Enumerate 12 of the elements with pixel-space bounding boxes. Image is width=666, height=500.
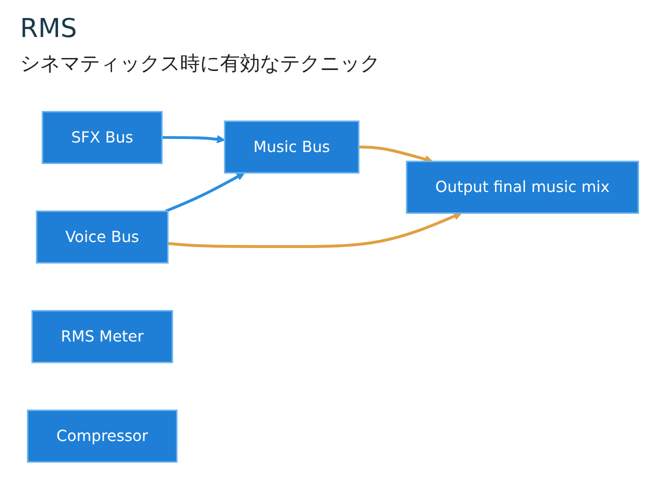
arrow [168,212,462,248]
arrow [162,134,226,144]
node-box [42,110,163,164]
node-box [224,120,360,174]
arrow [165,172,245,212]
node-box [31,310,174,363]
node-box [36,210,169,264]
node-box [406,160,640,214]
bullet-text: シネマティックス時に有効なテクニック [20,50,381,77]
slide-title: RMS [20,14,78,44]
flow-diagram: SFX Bus Voice Bus Music Bus RMS Meter Compressor Output final music mix [20,104,646,470]
node-box [26,409,178,462]
